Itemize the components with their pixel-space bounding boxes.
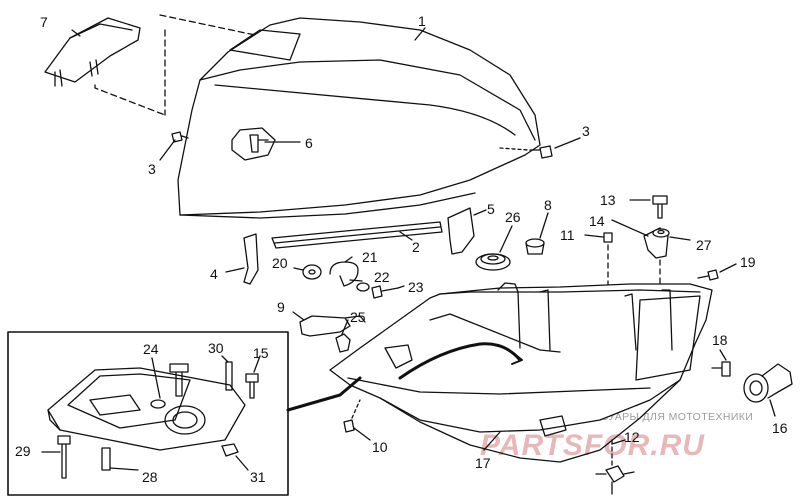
- part-28-screw: [101, 447, 111, 471]
- part-24-bolt: [169, 363, 189, 397]
- callout-10: 10: [372, 439, 388, 455]
- leader-3-right: [554, 137, 581, 149]
- part-15-bolt: [245, 373, 259, 399]
- callout-6: 6: [305, 135, 313, 151]
- watermark-logo: PARTSFOR.RU: [480, 429, 705, 462]
- part-21-spring-clip: [329, 261, 359, 287]
- leader-15: [253, 355, 261, 373]
- part-20-washer: [302, 264, 322, 280]
- leader-27: [669, 236, 691, 241]
- leader-23: [397, 285, 405, 289]
- leader-22: [349, 279, 363, 282]
- callout-15: 15: [253, 345, 269, 361]
- leader-17: [483, 431, 501, 451]
- callout-25: 25: [350, 309, 366, 325]
- callout-23: 23: [408, 279, 424, 295]
- part-30-screw: [225, 361, 233, 391]
- leader-3-left: [159, 139, 176, 161]
- callout-4: 4: [210, 266, 218, 282]
- leader-7: [71, 29, 81, 37]
- leader-1: [414, 27, 426, 41]
- leader-4: [225, 267, 245, 273]
- fuel-hose: [398, 342, 522, 380]
- callout-2: 2: [412, 239, 420, 255]
- leader-24: [151, 357, 161, 399]
- part-13-bolt: [652, 195, 668, 219]
- leader-30: [221, 355, 229, 363]
- part-23-screw: [371, 285, 399, 299]
- part-26-grommet: [475, 253, 511, 271]
- leader-10: [353, 427, 371, 441]
- callout-30: 30: [208, 340, 224, 356]
- leader-25: [341, 319, 349, 335]
- leader-20: [293, 267, 304, 271]
- callout-14: 14: [589, 213, 605, 229]
- part-19-screw: [697, 269, 719, 281]
- leader-12: [611, 439, 626, 445]
- callout-24: 24: [143, 341, 159, 357]
- leader-16: [769, 399, 776, 417]
- part-6-bolt: [249, 134, 269, 153]
- callout-8: 8: [544, 197, 552, 213]
- callout-3-right: 3: [582, 123, 590, 139]
- part-11-pin: [603, 232, 613, 243]
- callout-labels: 1 2 3 3 4 5 6 7 8 10 11 12 13 14 15 16 1…: [15, 13, 788, 485]
- part-7-cap: [44, 17, 141, 87]
- part-5-latch: [447, 207, 475, 255]
- part-24-washer: [150, 399, 166, 409]
- callout-18: 18: [712, 332, 728, 348]
- leader-31: [235, 455, 249, 471]
- part-3-screw-left: [171, 131, 189, 143]
- part-9-lever: [299, 315, 351, 337]
- callout-9: 9: [277, 299, 285, 315]
- part-2-seal-strip: [271, 221, 443, 249]
- leader-11: [584, 234, 604, 238]
- callout-16: 16: [772, 420, 788, 436]
- leader-21: [344, 256, 353, 263]
- callout-21: 21: [362, 249, 378, 265]
- callout-5: 5: [487, 201, 495, 217]
- callout-29: 29: [15, 443, 31, 459]
- callout-19: 19: [740, 254, 756, 270]
- part-3-screw-right: [499, 145, 553, 159]
- callout-20: 20: [272, 255, 288, 271]
- part-8-bushing: [525, 238, 545, 255]
- callout-22: 22: [374, 269, 390, 285]
- part-27-nut: [652, 228, 670, 238]
- part-1-top-cowl: [177, 17, 541, 219]
- callout-26: 26: [505, 209, 521, 225]
- part-22-washer: [356, 282, 370, 292]
- part-16-fuel-fitting: [743, 363, 793, 403]
- part-25-knob: [335, 333, 351, 353]
- part-10-screw: [343, 419, 355, 433]
- callout-7: 7: [40, 14, 48, 30]
- callout-11: 11: [560, 227, 575, 243]
- leader-8: [539, 212, 549, 239]
- callout-27: 27: [696, 237, 712, 253]
- callout-12: 12: [624, 429, 640, 445]
- callout-13: 13: [600, 192, 616, 208]
- leader-5: [473, 209, 487, 216]
- part-4-bracket: [243, 233, 259, 285]
- leader-26: [499, 225, 513, 253]
- leader-2: [399, 231, 413, 241]
- leader-18: [719, 349, 727, 361]
- callout-17: 17: [475, 455, 491, 471]
- inset-bracket-plate: [47, 367, 246, 451]
- dashed-guide-7: [94, 14, 256, 116]
- callout-28: 28: [142, 469, 158, 485]
- leader-28: [109, 467, 139, 471]
- leader-9: [292, 311, 305, 321]
- part-18-bolt: [711, 361, 731, 377]
- part-29-bolt: [57, 435, 71, 479]
- callout-31: 31: [250, 469, 266, 485]
- callout-3-left: 3: [148, 161, 156, 177]
- part-31-nut: [221, 443, 239, 457]
- leader-19: [719, 263, 737, 273]
- callout-1: 1: [418, 13, 426, 29]
- leader-14: [611, 219, 649, 237]
